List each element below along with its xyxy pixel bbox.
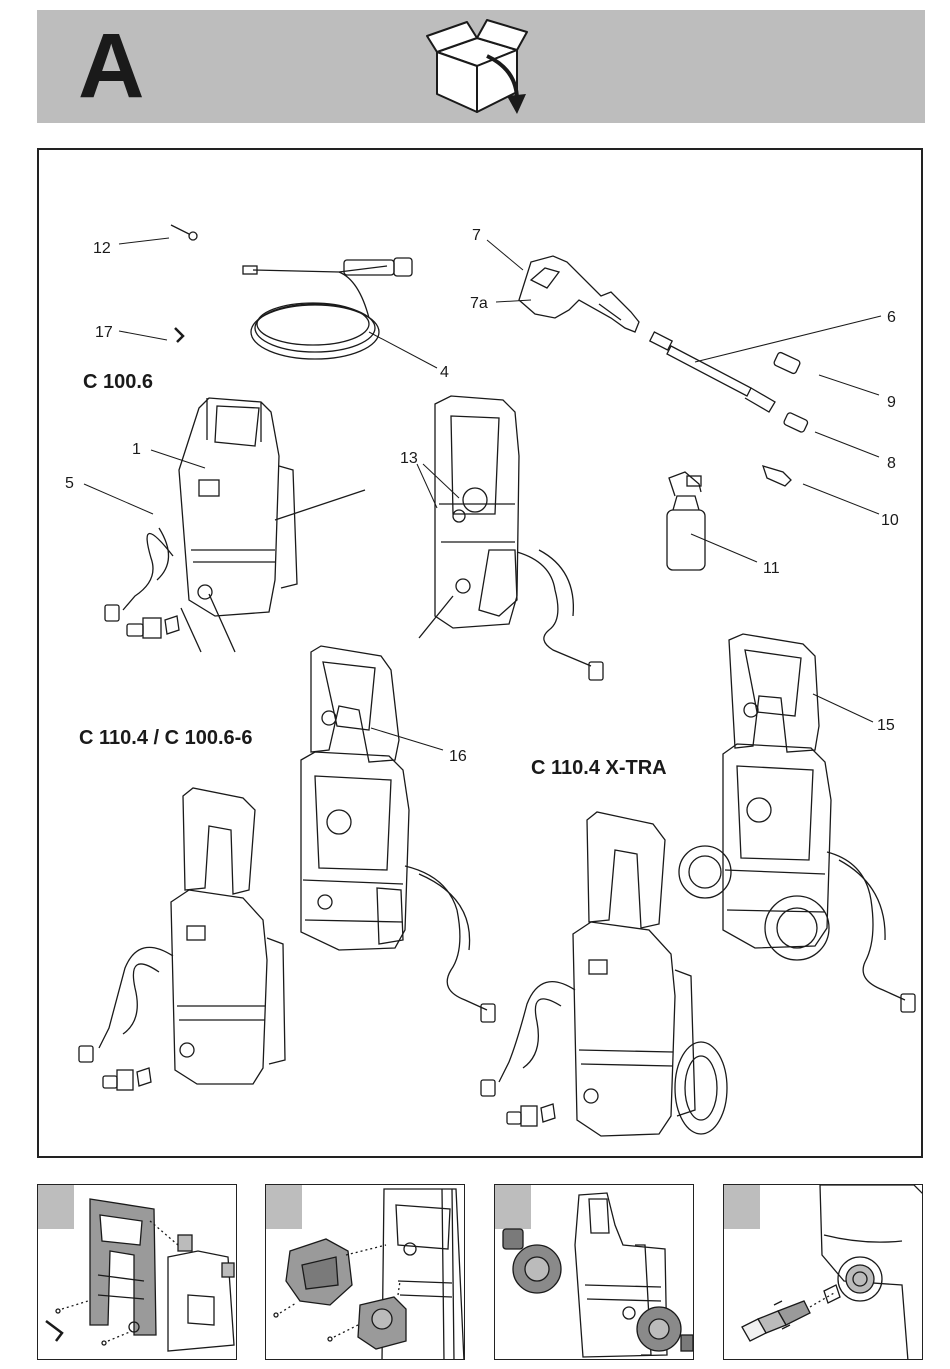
coupling-connection-illustration (724, 1185, 923, 1360)
callout-17: 17 (95, 324, 113, 341)
machine-c110-4-back-illustration (301, 646, 495, 1022)
hose-illustration (243, 258, 412, 359)
machine-c100-6-front-illustration (105, 398, 365, 652)
parts-overview-frame: 12 17 4 7 7a 6 9 8 10 11 1 5 13 15 16 C … (37, 148, 923, 1158)
parts-diagram: 12 17 4 7 7a 6 9 8 10 11 1 5 13 15 16 C … (39, 150, 923, 1158)
unbox-icon (425, 14, 535, 118)
callout-6: 6 (887, 309, 896, 326)
nozzle-10-illustration (763, 466, 791, 486)
spray-lance-illustration (650, 332, 775, 412)
callout-7: 7 (472, 227, 481, 244)
callout-15: 15 (877, 717, 895, 734)
step-panel-1 (37, 1184, 237, 1360)
section-letter: A (78, 20, 144, 112)
machine-c110-4-xtra-front-illustration (481, 812, 727, 1136)
step-panel-3 (494, 1184, 694, 1360)
detergent-bottle-illustration (667, 472, 705, 570)
holder-assembly-illustration (266, 1185, 465, 1360)
cleaning-pin-illustration (171, 225, 197, 240)
leader-lines (84, 238, 881, 750)
model-label-c100-6: C 100.6 (83, 371, 153, 393)
callout-13: 13 (400, 450, 418, 467)
nozzle-8-illustration (783, 412, 808, 433)
wheel-assembly-illustration (495, 1185, 694, 1360)
callout-11: 11 (763, 560, 780, 577)
nozzle-9-illustration (773, 352, 801, 375)
callout-1: 1 (132, 441, 141, 458)
machine-back-view-illustration (419, 396, 603, 680)
callout-12: 12 (93, 240, 111, 257)
callout-5: 5 (65, 475, 74, 492)
spray-gun-illustration (519, 256, 639, 332)
callout-10: 10 (881, 512, 899, 529)
callout-4: 4 (440, 364, 449, 381)
callout-8: 8 (887, 455, 896, 472)
model-label-c110-4-c100-6-6: C 110.4 / C 100.6-6 (79, 727, 252, 749)
hex-key-illustration (175, 328, 183, 342)
callout-16: 16 (449, 748, 467, 765)
callout-7a: 7a (470, 295, 488, 312)
step-panel-4 (723, 1184, 923, 1360)
callout-9: 9 (887, 394, 896, 411)
machine-c110-4-front-illustration (79, 788, 285, 1090)
step-panel-2 (265, 1184, 465, 1360)
model-label-c110-4-xtra: C 110.4 X-TRA (531, 757, 667, 779)
handle-assembly-illustration (38, 1185, 237, 1360)
machine-c110-4-xtra-back-illustration (679, 634, 915, 1012)
